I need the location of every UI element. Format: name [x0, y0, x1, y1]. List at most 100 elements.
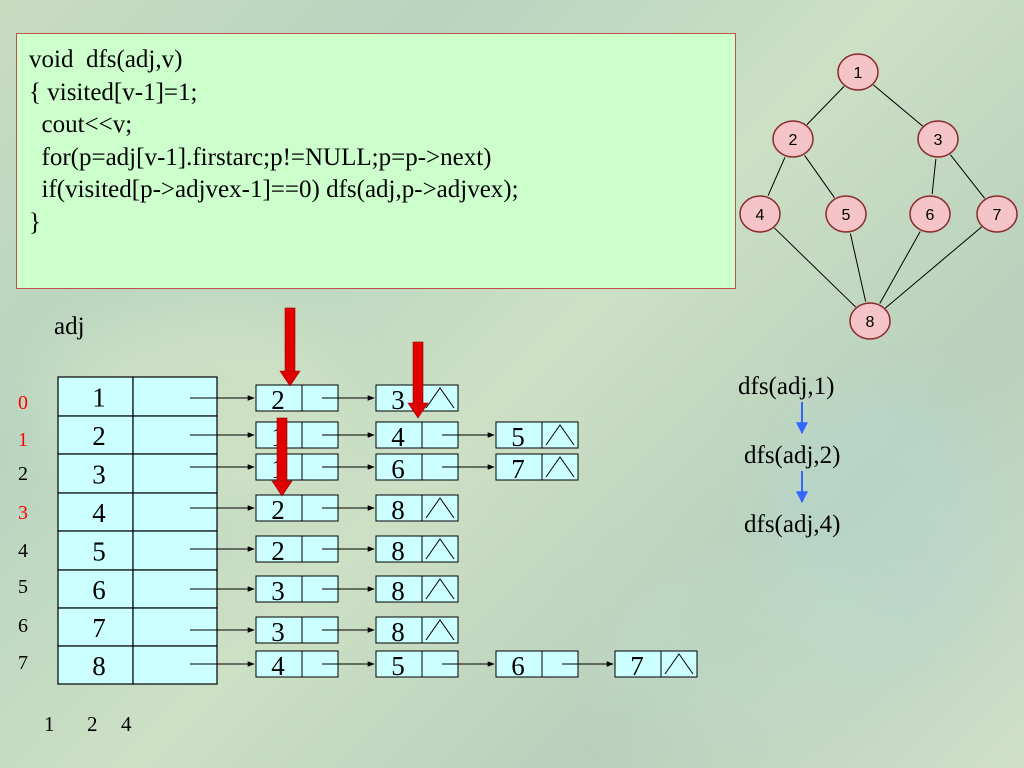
list-node: [375, 494, 459, 522]
pointer-arrow-shaft: [412, 341, 424, 405]
row-index: 6: [18, 615, 28, 637]
list-node-value: 6: [391, 454, 405, 484]
list-node-value: 2: [271, 495, 285, 525]
vertex-cell: [57, 569, 134, 609]
null-mark: [664, 653, 694, 675]
pointer-arrow-shaft: [276, 417, 288, 483]
list-node-value: 3: [271, 576, 285, 606]
vertex-cell: [57, 415, 134, 455]
graph-edge: [873, 84, 923, 127]
row-index: 0: [18, 392, 28, 414]
visit-output: 4: [121, 712, 132, 736]
row-index: 5: [18, 576, 28, 598]
list-node-value: 8: [391, 576, 405, 606]
code-line: if(visited[p->adjvex-1]==0) dfs(adj,p->a…: [29, 176, 519, 203]
pointer-arrow-head: [279, 370, 301, 387]
list-node-value: 8: [391, 495, 405, 525]
code-line: for(p=adj[v-1].firstarc;p!=NULL;p=p->nex…: [29, 143, 492, 171]
list-node: [375, 535, 459, 563]
firstarc-cell: [132, 376, 218, 417]
list-node-value: 5: [511, 422, 525, 452]
visit-output: 2: [87, 712, 98, 736]
graph-edge: [806, 86, 845, 125]
vertex-value: 1: [92, 383, 106, 413]
vertex-value: 7: [92, 613, 106, 643]
graph-edge: [884, 226, 983, 309]
null-mark: [545, 424, 575, 446]
graph-node: [849, 302, 891, 340]
row-index: 7: [18, 652, 28, 674]
list-node-value: 4: [271, 651, 285, 681]
code-line: void dfs(adj,v): [29, 46, 183, 73]
row-index: 4: [18, 540, 28, 562]
visit-output: 1: [44, 712, 55, 736]
graph-edge: [879, 231, 921, 304]
graph-edge: [949, 154, 986, 199]
graph-node-label: 8: [866, 314, 875, 331]
graph-edge: [849, 233, 867, 302]
pointer-arrow-head: [407, 402, 429, 419]
graph-edge: [804, 155, 835, 198]
graph-node: [825, 195, 867, 233]
pointer-arrow-head: [271, 480, 293, 497]
list-node: [495, 421, 579, 449]
graph-node: [837, 53, 879, 91]
list-node-value: 4: [391, 422, 405, 452]
list-node-value: 3: [391, 385, 405, 415]
list-node-value: 2: [271, 385, 285, 415]
row-index: 3: [18, 502, 28, 524]
graph-node-label: 2: [789, 132, 798, 149]
list-node-value: 7: [511, 454, 525, 484]
graph-node-label: 7: [993, 207, 1002, 224]
firstarc-cell: [132, 530, 218, 571]
code-line: }: [29, 208, 41, 236]
vertex-value: 8: [92, 651, 106, 681]
vertex-value: 3: [92, 460, 106, 490]
graph-edge: [767, 157, 786, 196]
firstarc-cell: [132, 453, 218, 494]
graph-node-label: 3: [934, 132, 943, 149]
list-node: [375, 616, 459, 644]
firstarc-cell: [132, 645, 218, 685]
null-mark: [545, 456, 575, 478]
vertex-value: 6: [92, 575, 106, 605]
vertex-value: 4: [92, 498, 106, 528]
list-node: [495, 453, 579, 481]
dfs-call: dfs(adj,2): [744, 442, 841, 469]
code-line: cout<<v;: [29, 111, 133, 138]
list-node: [375, 575, 459, 603]
code-box: void dfs(adj,v) { visited[v-1]=1; cout<<…: [16, 33, 736, 289]
vertex-value: 5: [92, 537, 106, 567]
row-index: 1: [18, 429, 28, 451]
list-node-value: 5: [391, 651, 405, 681]
firstarc-cell: [132, 607, 218, 647]
dfs-call: dfs(adj,1): [738, 373, 835, 400]
adj-label: adj: [54, 313, 85, 340]
graph-node: [909, 195, 951, 233]
list-node-value: 8: [391, 536, 405, 566]
list-node: [614, 650, 698, 678]
list-node-value: 6: [511, 651, 525, 681]
list-node-value: 3: [271, 617, 285, 647]
null-mark: [425, 497, 455, 519]
graph-node: [976, 195, 1018, 233]
row-index: 2: [18, 463, 28, 485]
graph-node-label: 4: [756, 207, 765, 224]
null-mark: [425, 538, 455, 560]
pointer-arrow-shaft: [284, 307, 296, 373]
vertex-cell: [57, 376, 134, 417]
vertex-value: 2: [92, 421, 106, 451]
list-node-value: 7: [630, 651, 644, 681]
graph-node: [739, 195, 781, 233]
graph-node: [917, 120, 959, 158]
null-mark: [425, 619, 455, 641]
dfs-call: dfs(adj,4): [744, 511, 841, 538]
graph-edge: [931, 158, 937, 195]
graph-node-label: 1: [854, 65, 863, 82]
graph-node-label: 5: [842, 207, 851, 224]
graph-edge: [773, 227, 857, 308]
firstarc-cell: [132, 492, 218, 532]
list-node-value: 2: [271, 536, 285, 566]
list-node-value: 8: [391, 617, 405, 647]
